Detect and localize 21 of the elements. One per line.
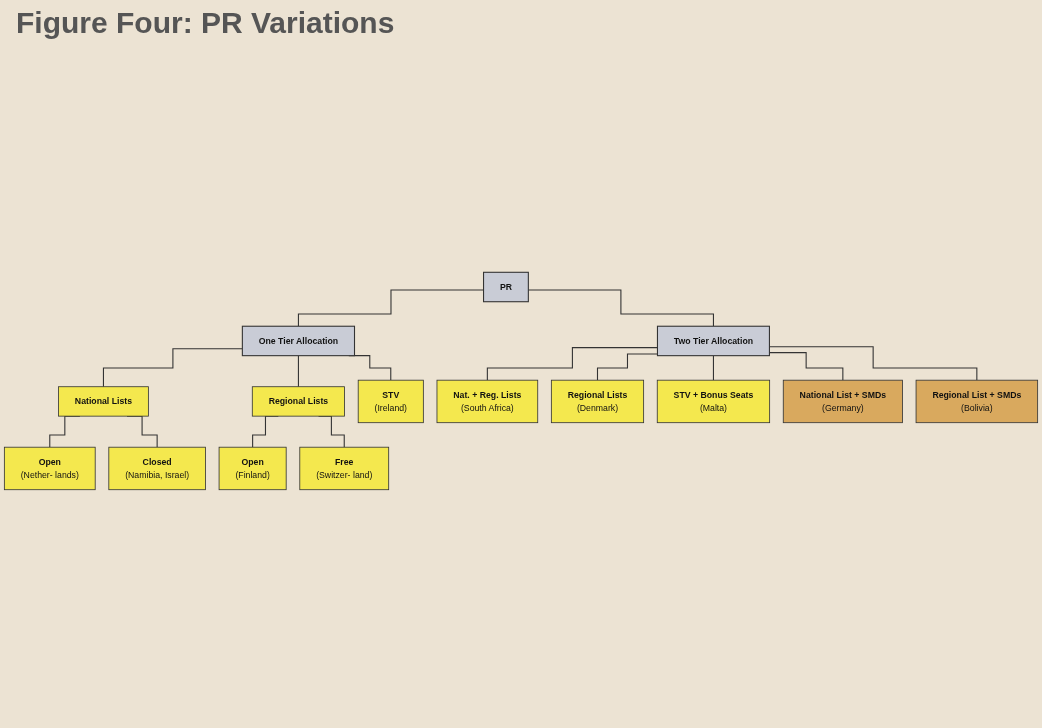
node-box: PR [483, 271, 529, 303]
node-box: STV + Bonus Seats (Malta) [656, 379, 771, 424]
node-box: Free (Switzer- land) [299, 446, 390, 491]
node-box: One Tier Allocation [241, 325, 356, 357]
node-box: Two Tier Allocation [656, 325, 770, 357]
node-box: Regional List + SMDs (Bolivia) [915, 379, 1039, 424]
connector [102, 348, 243, 388]
connector [596, 353, 658, 381]
connector [712, 355, 714, 381]
node-box: Nat. + Reg. Lists (South Africa) [436, 379, 539, 424]
node-box: Regional Lists (Denmark) [550, 379, 645, 424]
connector [486, 347, 658, 381]
connector [297, 355, 299, 388]
node-box: Open (Nether- lands) [3, 446, 96, 491]
node-box: National List + SMDs (Germany) [782, 379, 903, 424]
node-box: Open (Finland) [218, 446, 287, 491]
node-box: National Lists [58, 386, 149, 417]
node-box: STV (Ireland) [357, 379, 424, 424]
node-box: Closed (Namibia, Israel) [108, 446, 206, 491]
figure-title: Figure Four: PR Variations [15, 5, 396, 41]
node-box: Regional Lists [251, 386, 345, 417]
